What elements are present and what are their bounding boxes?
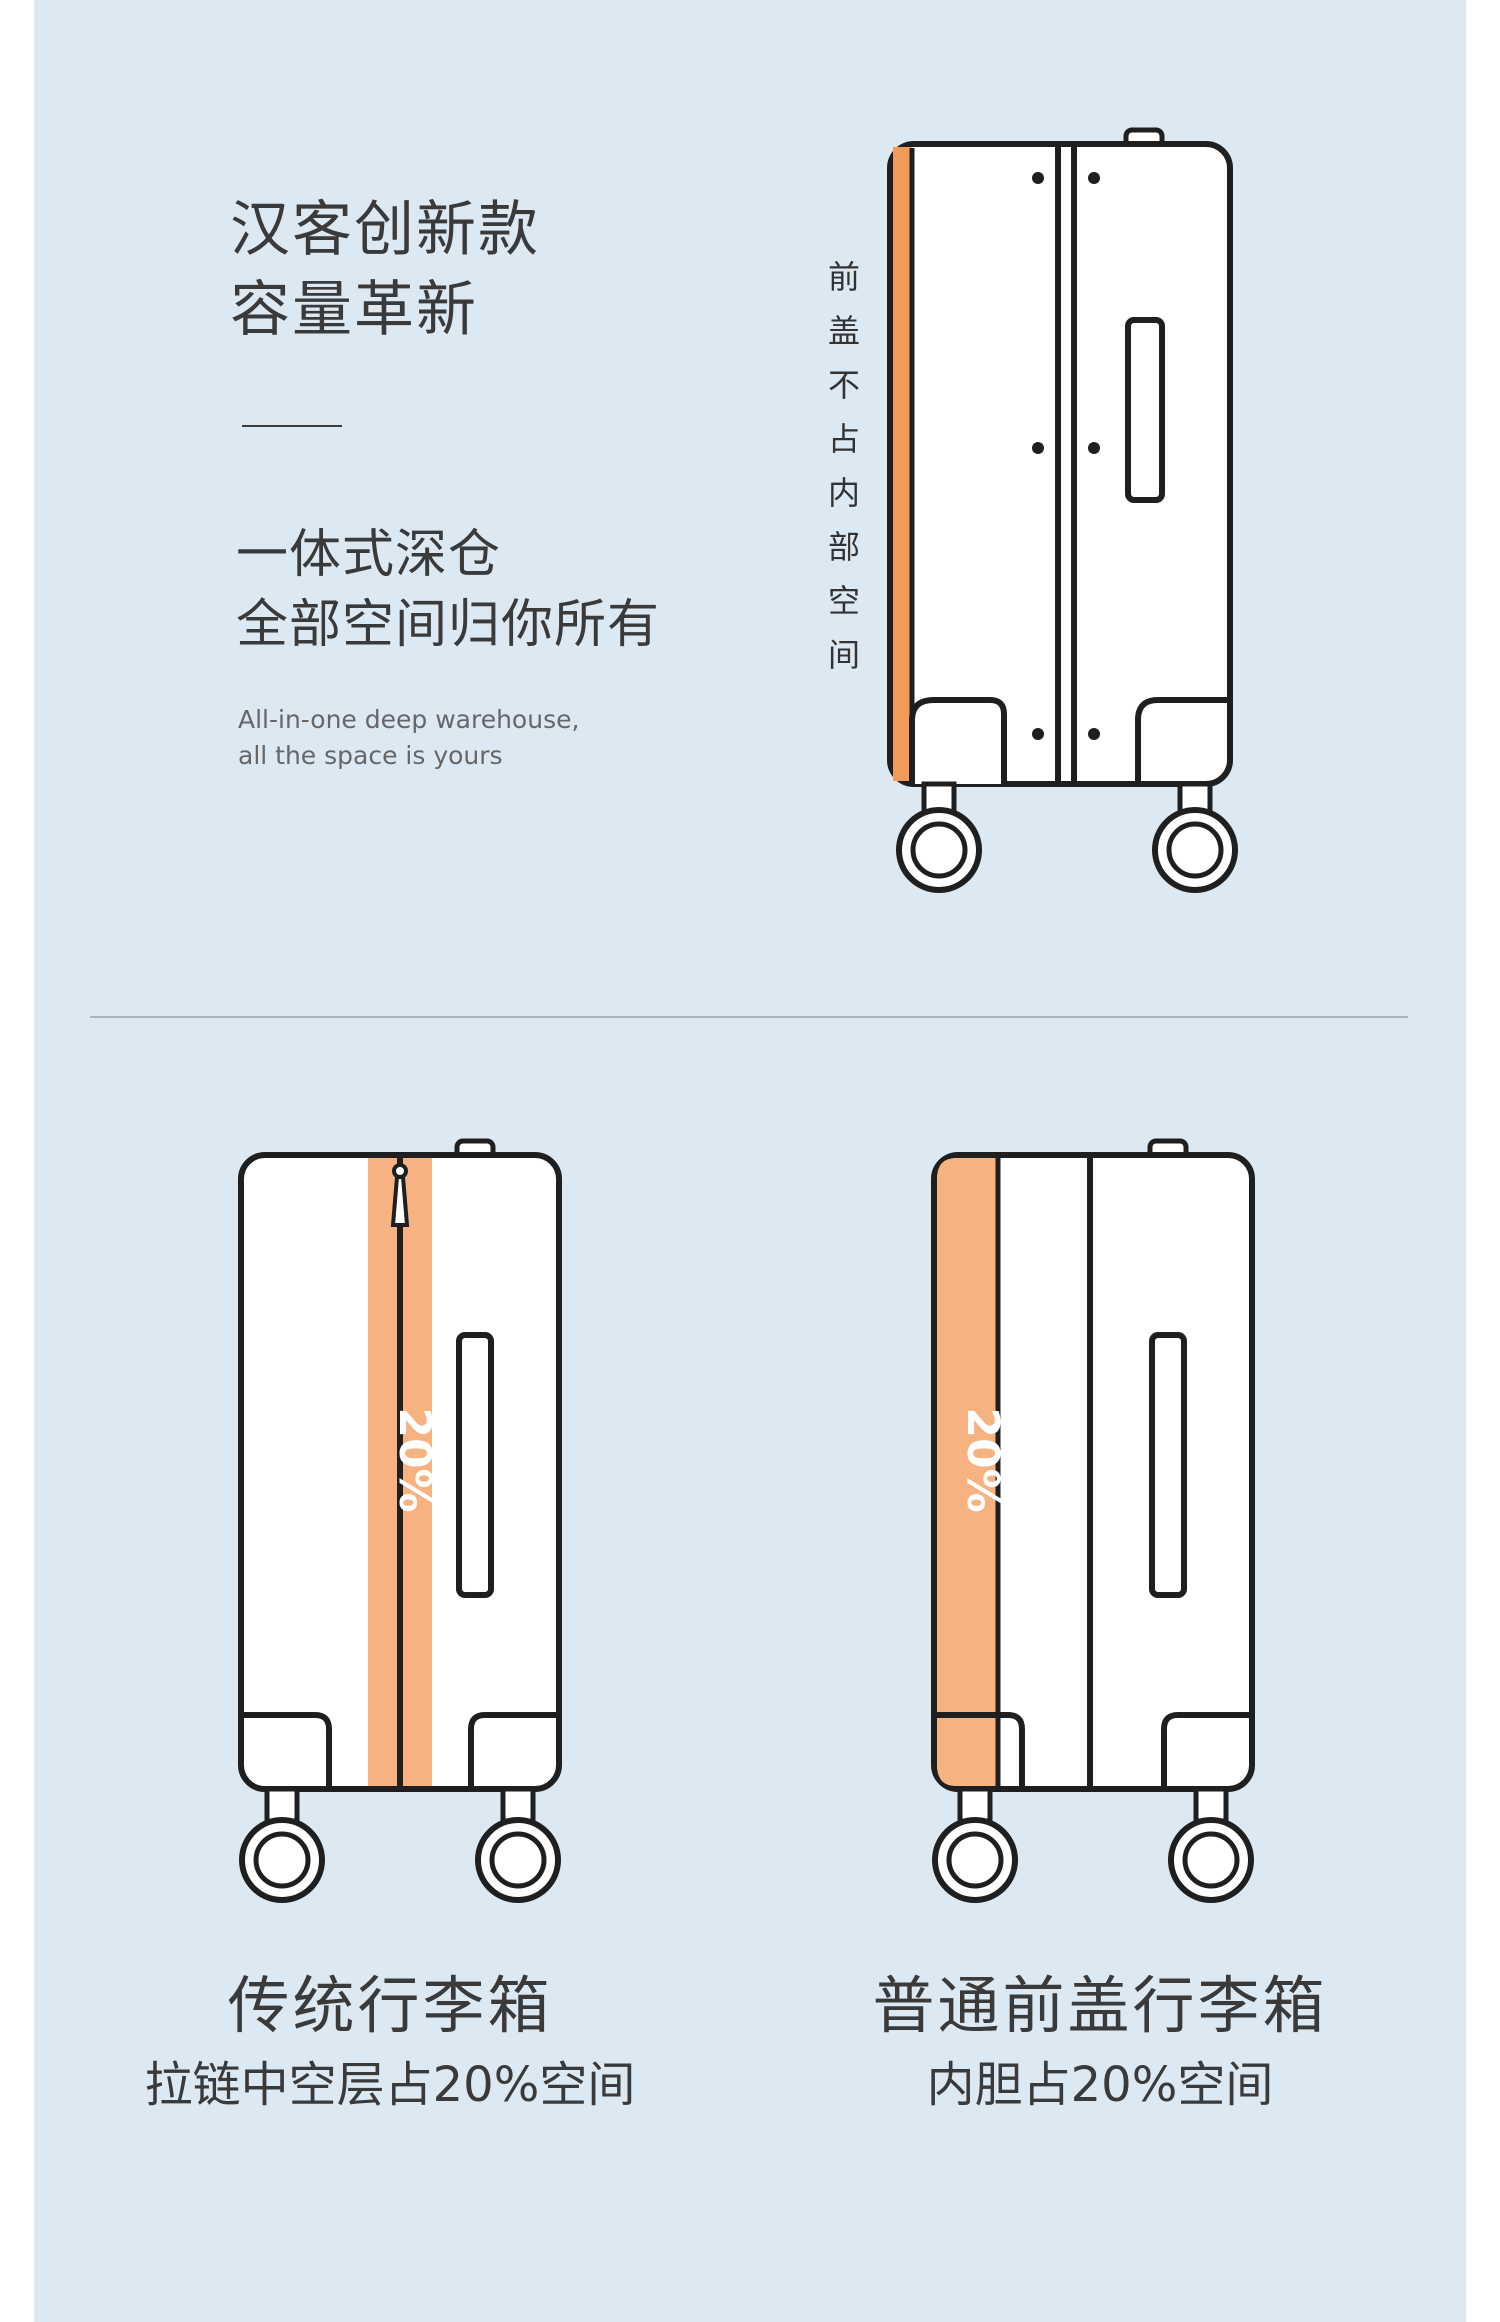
title-underline xyxy=(242,425,342,427)
front-cover-title: 普通前盖行李箱 xyxy=(872,1969,1328,2042)
hero-subtitle-line-1: 一体式深仓 xyxy=(236,525,502,585)
hero-subtitle: 一体式深仓 全部空间归你所有 xyxy=(236,520,660,660)
vertical-char: 盖 xyxy=(827,312,860,350)
section-divider xyxy=(90,1016,1408,1018)
vertical-char: 占 xyxy=(827,420,860,458)
front-cover-subtitle: 内胆占20%空间 xyxy=(926,2057,1274,2113)
traditional-subtitle: 拉链中空层占20%空间 xyxy=(144,2057,636,2113)
english-line-1: All-in-one deep warehouse, xyxy=(238,705,580,734)
traditional-badge-text: 20% xyxy=(389,1407,440,1512)
vertical-char: 不 xyxy=(827,366,860,404)
english-line-2: all the space is yours xyxy=(238,741,503,770)
vertical-char: 空 xyxy=(827,582,860,620)
hero-title-line-1: 汉客创新款 xyxy=(230,195,540,265)
hero-title: 汉客创新款 容量革新 xyxy=(230,190,540,350)
hero-title-line-2: 容量革新 xyxy=(230,275,478,345)
front-cover-badge-text: 20% xyxy=(957,1407,1008,1512)
vertical-char: 部 xyxy=(827,528,860,566)
vertical-char: 前 xyxy=(827,258,860,296)
vertical-label: 前 盖 不 占 内 部 空 间 xyxy=(822,250,866,682)
traditional-title: 传统行李箱 xyxy=(227,1969,553,2042)
front-cover-suitcase-illustration: 20% xyxy=(931,1138,1255,1903)
hero-subtitle-line-2: 全部空间归你所有 xyxy=(236,595,661,655)
vertical-char: 内 xyxy=(827,474,860,512)
hero-suitcase-illustration xyxy=(887,127,1238,893)
traditional-suitcase-illustration: 20% xyxy=(238,1138,562,1903)
vertical-char: 间 xyxy=(827,636,860,674)
hero-english-caption: All-in-one deep warehouse, all the space… xyxy=(238,702,579,774)
